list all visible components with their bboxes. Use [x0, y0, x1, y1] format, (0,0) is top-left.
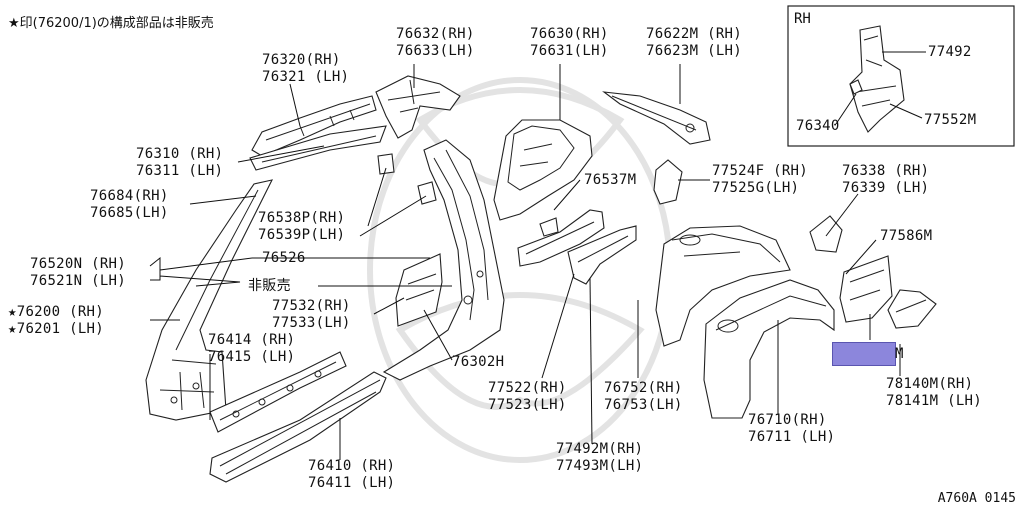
label-76537m[interactable]: 76537M	[584, 172, 636, 189]
label-line: 77493M(LH)	[556, 458, 644, 474]
diagram-code: A760A 0145	[937, 491, 1016, 506]
label-line: 77524F (RH)	[712, 163, 809, 179]
label-line: 76526	[262, 250, 306, 266]
panel-77532	[395, 253, 443, 327]
label-line: 76538P(RH)	[258, 210, 346, 226]
label-line: 78141M (LH)	[886, 393, 983, 409]
label-76338[interactable]: 76338 (RH)76339 (LH)	[842, 163, 929, 197]
label-line: ★76201 (LH)	[8, 321, 105, 337]
bracket-76632	[375, 75, 461, 139]
label-line: 76539P(LH)	[258, 227, 346, 243]
center-pillar-76302	[382, 139, 505, 381]
label-76630[interactable]: 76630(RH)76631(LH)	[530, 26, 609, 60]
bracket-77492m	[567, 225, 637, 285]
label-line: 76752(RH)	[604, 380, 683, 396]
label-line: 76520N (RH)	[30, 256, 127, 272]
label-76752[interactable]: 76752(RH)76753(LH)	[604, 380, 683, 414]
label-76302h[interactable]: 76302H	[452, 354, 504, 371]
label-line: 76415 (LH)	[208, 349, 296, 365]
label-line: ★76200 (RH)	[8, 304, 105, 320]
label-line: 76302H	[452, 354, 505, 370]
label-77532[interactable]: 77532(RH)77533(LH)	[272, 298, 351, 332]
label-line: 76685(LH)	[90, 205, 169, 221]
label-line: 76622M (RH)	[646, 26, 743, 42]
label-line: 77525G(LH)	[712, 180, 800, 196]
label-line: 非販売	[248, 278, 291, 294]
label-line: 76320(RH)	[262, 52, 341, 68]
wheelhouse-outer-76710	[703, 279, 835, 419]
label-77552m[interactable]: 77552M	[924, 112, 976, 129]
label-76632[interactable]: 76632(RH)76633(LH)	[396, 26, 475, 60]
label-76538[interactable]: 76538P(RH)76539P(LH)	[258, 210, 345, 244]
label-line: 76311 (LH)	[136, 163, 224, 179]
label-77492[interactable]: 77492	[928, 44, 972, 61]
label-76410[interactable]: 76410 (RH)76411 (LH)	[308, 458, 395, 492]
label-line: 76310 (RH)	[136, 146, 224, 162]
highlighted-part-label-box[interactable]	[832, 342, 896, 366]
label-line: 76632(RH)	[396, 26, 475, 42]
label-line: 77533(LH)	[272, 315, 351, 331]
panel-77586	[839, 255, 893, 323]
quarter-76630	[493, 119, 593, 221]
label-line: 76684(RH)	[90, 188, 169, 204]
label-line: 77492M(RH)	[556, 441, 644, 457]
highlight-suffix: M	[895, 346, 904, 362]
label-76414[interactable]: 76414 (RH)76415 (LH)	[208, 332, 295, 366]
bracket-78140	[887, 289, 937, 329]
label-77522[interactable]: 77522(RH)77523(LH)	[488, 380, 567, 414]
label-76622[interactable]: 76622M (RH)76623M (LH)	[646, 26, 742, 60]
label-76340[interactable]: 76340	[796, 118, 840, 135]
label-line: 76414 (RH)	[208, 332, 296, 348]
label-line: 78140M(RH)	[886, 376, 974, 392]
label-line: 76338 (RH)	[842, 163, 930, 179]
label-76200[interactable]: ★76200 (RH)★76201 (LH)	[8, 304, 104, 338]
label-78140m[interactable]: 78140M(RH)78141M (LH)	[886, 376, 982, 410]
label-line: 76710(RH)	[748, 412, 827, 428]
not-for-sale-note: ★印(76200/1)の構成部品は非販売	[8, 16, 214, 31]
label-77524[interactable]: 77524F (RH)77525G(LH)	[712, 163, 808, 197]
rh-inset-frame	[787, 5, 1015, 147]
label-line: 77523(LH)	[488, 397, 567, 413]
label-line: 76631(LH)	[530, 43, 609, 59]
label-77586m[interactable]: 77586M	[880, 228, 932, 245]
label-line: 76537M	[584, 172, 637, 188]
label-line: 76753(LH)	[604, 397, 683, 413]
label-line: 76340	[796, 118, 840, 134]
label-76526[interactable]: 76526	[262, 250, 306, 267]
label-77492m[interactable]: 77492M(RH)77493M(LH)	[556, 441, 643, 475]
label-line: 76339 (LH)	[842, 180, 930, 196]
label-76710[interactable]: 76710(RH)76711 (LH)	[748, 412, 835, 446]
strip-76622	[602, 91, 711, 145]
label-line: 77522(RH)	[488, 380, 567, 396]
bracket-77524	[653, 159, 683, 205]
label-line: 76321 (LH)	[262, 69, 350, 85]
label-76310[interactable]: 76310 (RH)76311 (LH)	[136, 146, 223, 180]
label-76520[interactable]: 76520N (RH)76521N (LH)	[30, 256, 126, 290]
label-line: 77532(RH)	[272, 298, 351, 314]
label-not-for-sale[interactable]: 非販売	[248, 278, 291, 295]
label-line: 76411 (LH)	[308, 475, 396, 491]
label-76320[interactable]: 76320(RH)76321 (LH)	[262, 52, 349, 86]
inset-bracket-part	[849, 25, 905, 133]
sill-76414	[209, 351, 347, 433]
label-76684[interactable]: 76684(RH)76685(LH)	[90, 188, 169, 222]
label-line: 76521N (LH)	[30, 273, 127, 289]
label-line: 76711 (LH)	[748, 429, 836, 445]
label-line: 76623M (LH)	[646, 43, 743, 59]
label-line: 76633(LH)	[396, 43, 475, 59]
label-line: 76630(RH)	[530, 26, 609, 42]
wheelhouse-inner-76752	[655, 225, 791, 347]
label-line: 76410 (RH)	[308, 458, 396, 474]
label-line: 77552M	[924, 112, 977, 128]
label-line: 77586M	[880, 228, 933, 244]
sill-76410	[209, 371, 387, 483]
roof-rail-76320	[251, 95, 377, 157]
reinforcement-77522	[517, 209, 605, 267]
inset-title: RH	[794, 11, 811, 27]
label-line: 77492	[928, 44, 972, 60]
leader-lines	[149, 51, 926, 460]
rail-76310	[249, 125, 387, 171]
